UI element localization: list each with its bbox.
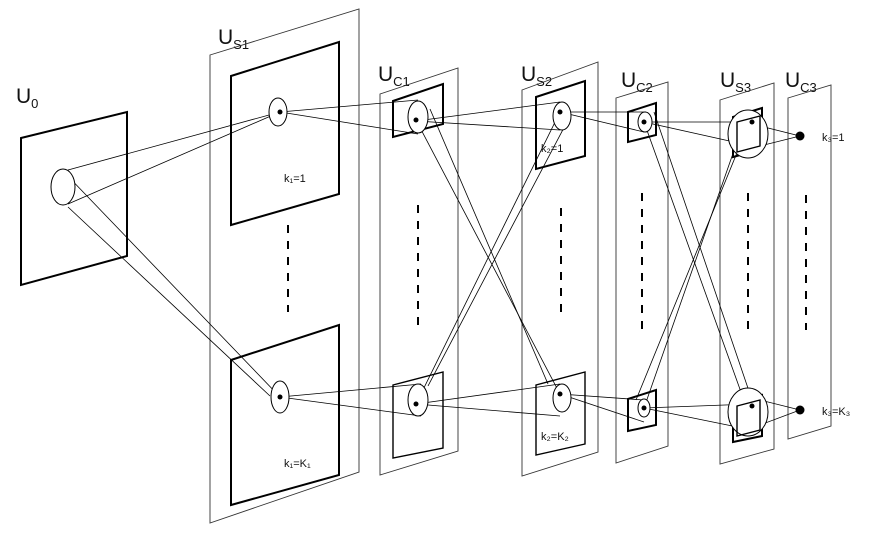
uc1-plane-top	[392, 82, 444, 139]
us3-title: US3	[720, 69, 751, 95]
uc3-bottom-cell	[795, 405, 805, 415]
k1-bottom-label: k₁=K₁	[284, 458, 311, 470]
uc3-top-cell	[795, 131, 805, 141]
connections	[61, 99, 801, 431]
uc2-plane-bottom	[627, 388, 657, 433]
us3-top-square	[736, 115, 761, 153]
us2-plane-top	[535, 79, 586, 171]
us2-top-cone	[552, 101, 572, 131]
k3-bottom-label: k₃=K₃	[822, 406, 850, 418]
k3-top-label: k₃=1	[822, 132, 845, 144]
us1-title: US1	[218, 26, 249, 52]
uc3-title: UC3	[785, 69, 817, 95]
uc1-plane-bottom	[392, 371, 444, 459]
uc1-bottom-cone	[407, 383, 429, 417]
uc3-frame	[787, 84, 832, 440]
us1-frame	[209, 8, 360, 524]
us3-bottom-square	[736, 399, 761, 437]
us3-bottom-cone	[727, 387, 769, 437]
ellipsis-dashes	[287, 193, 807, 330]
uc1-title: UC1	[378, 63, 410, 89]
uc1-frame	[379, 67, 459, 476]
uc2-title: UC2	[621, 69, 653, 95]
cell-dots	[277, 109, 805, 415]
us1-plane-top	[230, 40, 340, 227]
us2-bottom-cone	[552, 383, 572, 413]
u0-title: U0	[16, 85, 38, 111]
uc2-frame	[615, 81, 669, 464]
u0-cone	[50, 168, 76, 206]
us1-plane-bottom	[230, 323, 340, 507]
us3-frame	[719, 82, 775, 465]
us3-top-cone	[727, 109, 769, 159]
uc1-top-cone	[407, 100, 429, 134]
us2-frame	[521, 61, 599, 477]
u0-plane	[20, 110, 128, 287]
uc2-plane-top	[627, 101, 657, 144]
k2-bottom-label: k₂=K₂	[541, 431, 569, 443]
k2-top-label: k₂=1	[541, 143, 563, 155]
us2-plane-bottom	[535, 371, 586, 456]
k1-top-label: k₁=1	[284, 173, 306, 185]
